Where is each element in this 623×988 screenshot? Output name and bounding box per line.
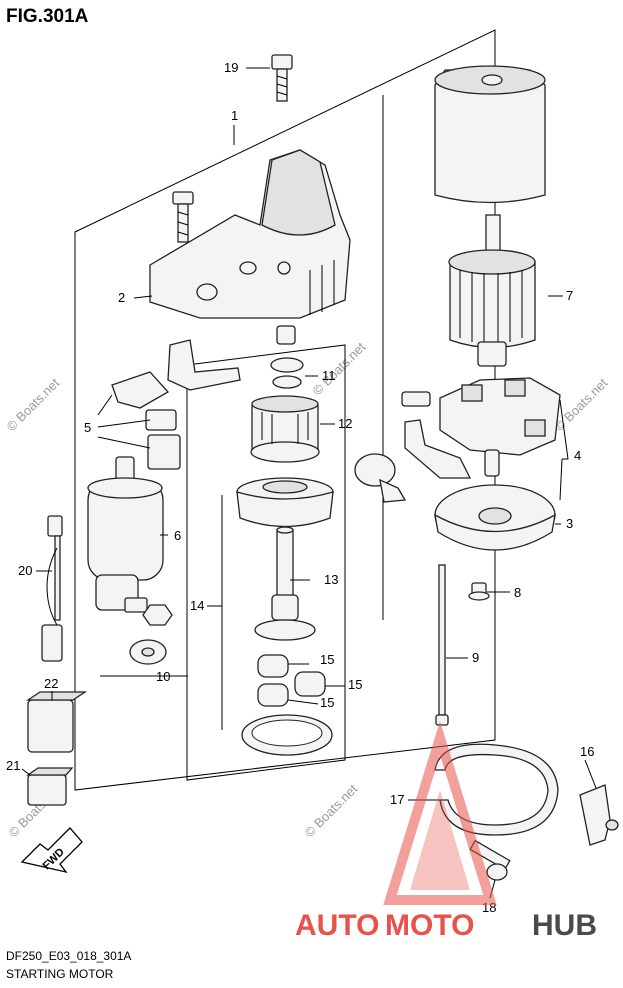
callout-13: 13 [324,572,338,587]
callout-17: 17 [390,792,404,807]
watermark: © Boats.net [302,781,361,840]
brush-holder-brackets-5 [111,339,241,470]
brand-auto: AUTO [295,909,379,942]
callout-9: 9 [472,650,479,665]
callouts: 1 2 3 4 5 6 7 8 9 10 11 12 13 14 15 15 1… [6,60,594,915]
callout-21: 21 [6,758,20,773]
callout-11: 11 [322,368,336,383]
rear-end-cap-3 [434,484,556,551]
relay-21 [25,767,74,806]
callout-5: 5 [84,420,91,435]
callout-20: 20 [18,563,32,578]
bolt-small [172,191,194,243]
o-rings-11 [270,357,304,389]
callout-14: 14 [190,598,204,613]
callout-1: 1 [231,108,238,123]
callout-15: 15 [320,695,334,710]
lead-wire-20 [41,515,63,662]
warning-triangle-icon [383,721,497,905]
callout-22: 22 [44,676,58,691]
gear-assembly-frame [186,344,346,781]
pinion-gear-12 [250,395,320,463]
bolt-19 [271,54,293,102]
callout-19: 19 [224,60,238,75]
gear-housing [236,477,334,528]
callout-15: 15 [348,677,362,692]
leader-lines [21,67,597,899]
callout-3: 3 [566,516,573,531]
brush-plate [354,419,472,503]
forward-arrow: FWD [20,827,83,874]
assembly-frame [74,29,496,791]
brand-watermark: AUTO MOTO HUB [295,721,597,942]
callout-6: 6 [174,528,181,543]
springs [401,391,500,477]
internal-gear-ring [241,714,333,756]
bracket-16 [579,784,619,846]
solenoid-6 [87,456,164,613]
brand-hub: HUB [532,909,597,942]
brush-holder-4 [439,377,561,456]
callout-16: 16 [580,744,594,759]
brand-moto: MOTO [385,909,474,942]
armature-7 [448,214,536,367]
callout-10: 10 [156,669,170,684]
callout-15: 15 [320,652,334,667]
yoke-cover [434,65,546,204]
bolt-8 [468,582,490,601]
callout-4: 4 [574,448,581,463]
callout-8: 8 [514,585,521,600]
nut-washer [129,604,173,665]
shaft-13 [254,526,316,641]
callout-12: 12 [338,416,352,431]
watermark: © Boats.net [4,375,63,434]
callout-2: 2 [118,290,125,305]
front-housing-2 [149,149,351,319]
figure-code: DF250_E03_018_301A [6,949,131,963]
figure-title: FIG.301A [6,6,89,27]
through-bolt-9 [435,564,449,726]
spacer-collar [276,325,296,345]
figure-name: STARTING MOTOR [6,967,114,981]
relay-22 [25,691,88,753]
planetary-gears-15 [257,654,326,707]
callout-7: 7 [566,288,573,303]
